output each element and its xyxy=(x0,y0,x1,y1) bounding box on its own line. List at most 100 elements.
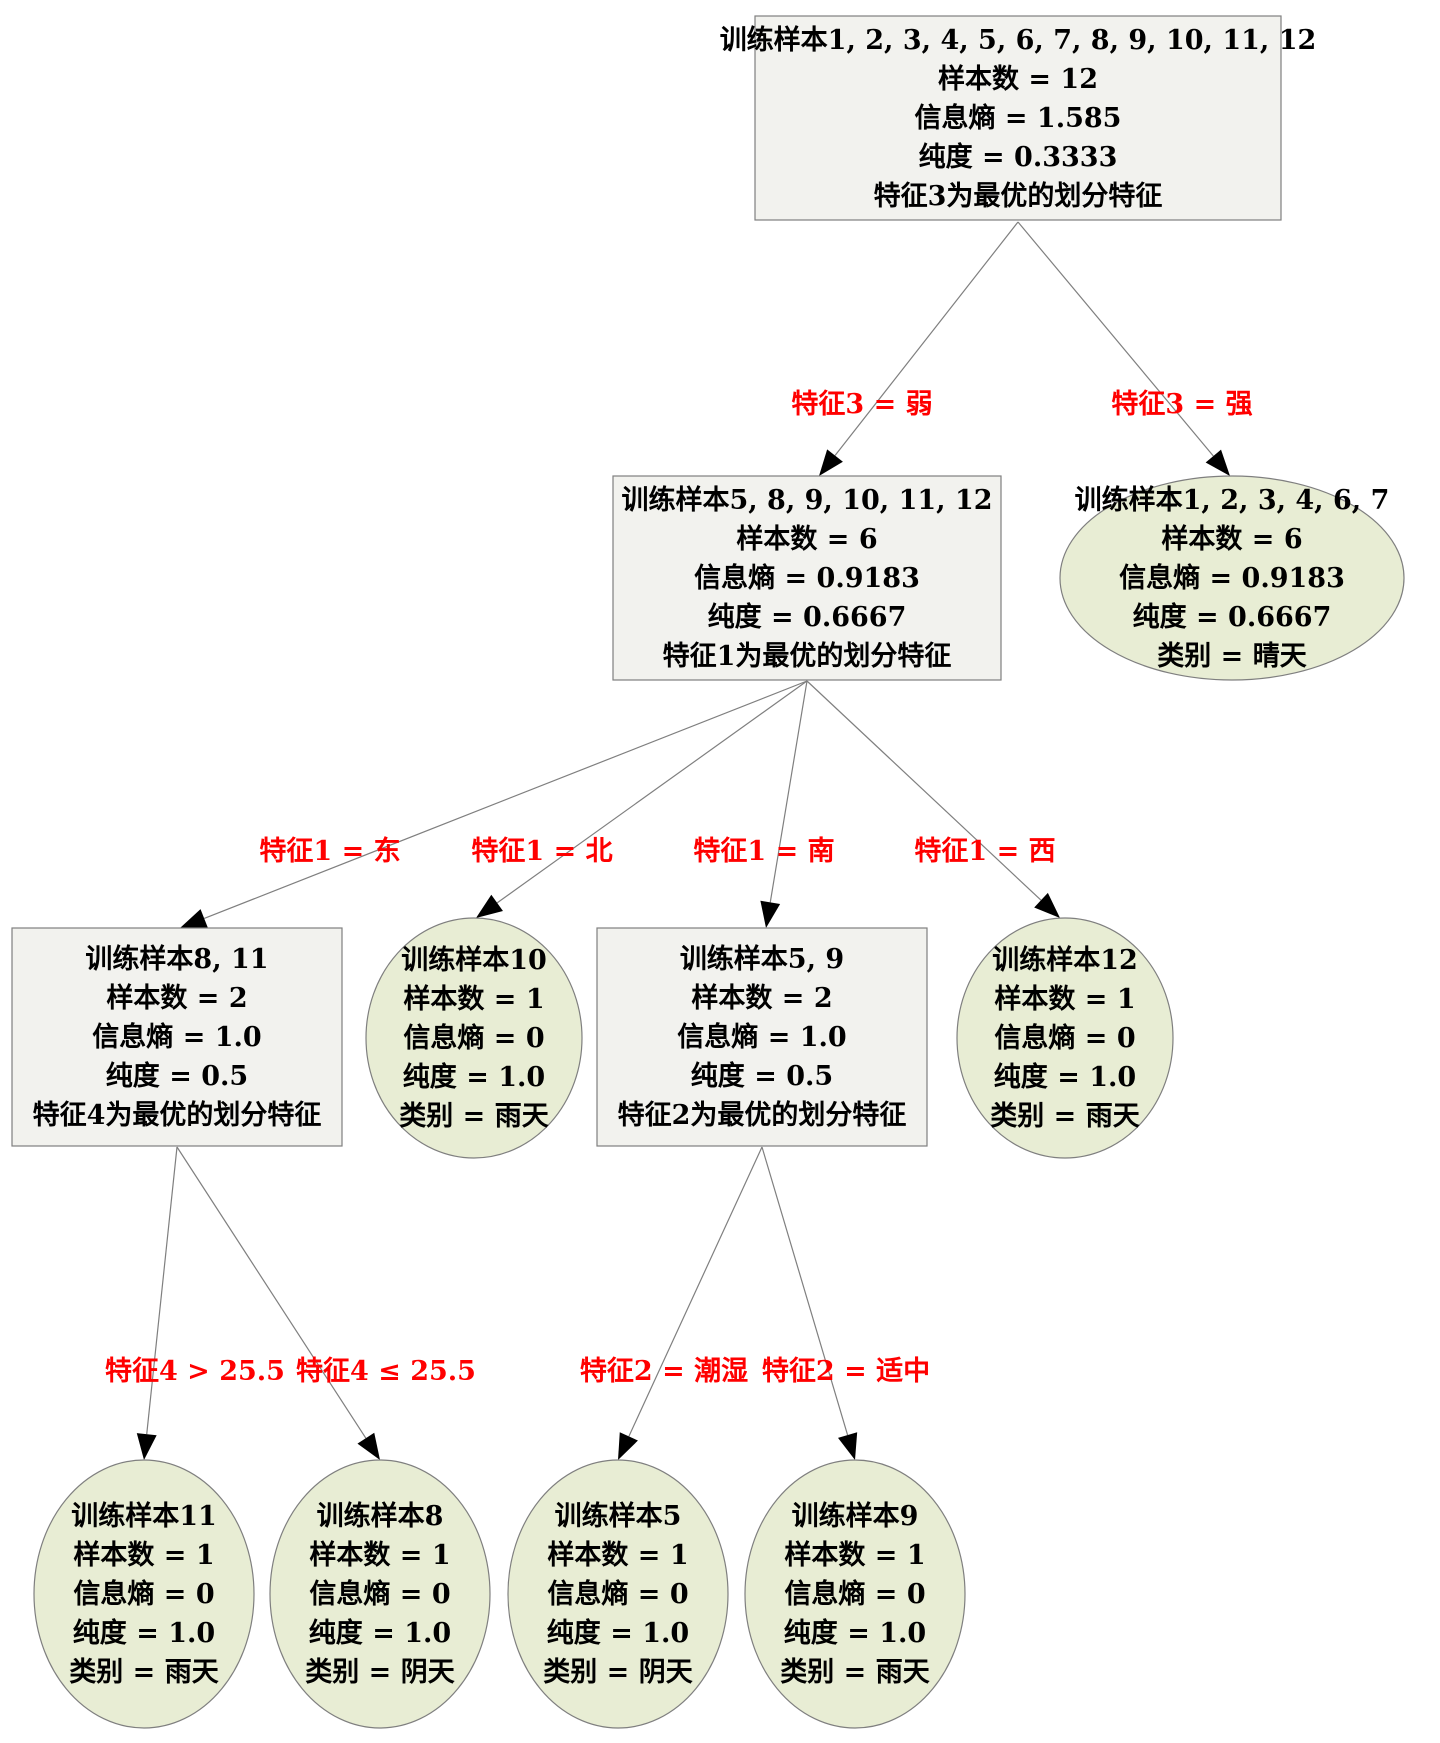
node-ellipse xyxy=(744,1459,966,1729)
node-line: 信息熵 = 1.585 xyxy=(915,102,1122,134)
arrowhead-icon xyxy=(819,449,843,476)
arrowhead-icon xyxy=(476,894,503,918)
node-line: 信息熵 = 1.0 xyxy=(677,1021,846,1053)
edge-label: 特征2 = 潮湿 xyxy=(580,1356,748,1387)
node-line: 类别 = 雨天 xyxy=(990,1101,1139,1132)
edge-line xyxy=(806,680,1042,901)
edge-line xyxy=(146,1146,178,1435)
arrowhead-icon xyxy=(760,900,781,928)
edge-line xyxy=(628,1146,763,1437)
node-line: 样本数 = 1 xyxy=(547,1539,688,1571)
arrowhead-icon xyxy=(180,909,208,928)
node-line: 样本数 = 2 xyxy=(106,982,247,1014)
node-ellipse xyxy=(33,1459,255,1729)
node-ellipse xyxy=(365,917,583,1159)
split-node-n_weak: 训练样本5, 8, 9, 10, 11, 12 样本数 = 6 信息熵 = 0.91… xyxy=(612,475,1002,681)
edge-label: 特征3 = 弱 xyxy=(791,389,932,420)
node-line: 纯度 = 0.6667 xyxy=(708,601,907,633)
edge-label: 特征3 = 强 xyxy=(1111,389,1252,420)
arrowhead-icon xyxy=(357,1432,380,1460)
node-line: 样本数 = 1 xyxy=(994,983,1135,1015)
node-line: 训练样本8 xyxy=(317,1500,444,1532)
node-ellipse xyxy=(507,1459,729,1729)
node-box xyxy=(754,15,1282,221)
arrowhead-icon xyxy=(1034,892,1060,918)
edge-line xyxy=(834,221,1019,456)
node-line: 纯度 = 1.0 xyxy=(403,1061,545,1093)
node-line: 类别 = 雨天 xyxy=(69,1657,218,1688)
node-line: 信息熵 = 0 xyxy=(784,1578,925,1610)
node-line: 训练样本5, 8, 9, 10, 11, 12 xyxy=(621,484,992,516)
node-line: 信息熵 = 0.9183 xyxy=(694,562,920,594)
edge-line xyxy=(769,680,808,903)
node-line: 样本数 = 6 xyxy=(736,523,877,555)
split-node-n_south: 训练样本5, 9 样本数 = 2 信息熵 = 1.0 纯度 = 0.5 特征2为最优的划… xyxy=(596,927,928,1147)
node-line: 类别 = 雨天 xyxy=(780,1657,929,1688)
node-line: 信息熵 = 0 xyxy=(309,1578,450,1610)
node-line: 样本数 = 12 xyxy=(938,63,1098,95)
arrowhead-icon xyxy=(618,1432,638,1460)
node-box xyxy=(596,927,928,1147)
node-line: 特征3为最优的划分特征 xyxy=(874,180,1163,212)
node-line: 训练样本5 xyxy=(555,1500,682,1532)
arrowhead-icon xyxy=(136,1433,157,1460)
edge-n_weak-to-n_west: 特征1 = 西 xyxy=(806,680,1060,918)
node-line: 特征2为最优的划分特征 xyxy=(618,1099,907,1131)
node-ellipse xyxy=(956,917,1174,1159)
edge-line xyxy=(203,680,808,920)
node-line: 训练样本9 xyxy=(792,1500,919,1532)
node-line: 训练样本8, 11 xyxy=(85,943,268,975)
split-node-root: 训练样本1, 2, 3, 4, 5, 6, 7, 8, 9, 10, 11, 1… xyxy=(720,15,1317,221)
node-line: 纯度 = 1.0 xyxy=(73,1617,215,1649)
node-line: 纯度 = 1.0 xyxy=(309,1617,451,1649)
edge-label: 特征4 ≤ 25.5 xyxy=(296,1356,476,1387)
node-line: 类别 = 雨天 xyxy=(399,1101,548,1132)
node-line: 纯度 = 1.0 xyxy=(784,1617,926,1649)
node-line: 训练样本10 xyxy=(401,944,547,976)
edge-root-to-n_strong: 特征3 = 强 xyxy=(1017,221,1253,476)
edge-n_south-to-n_mild: 特征2 = 适中 xyxy=(761,1146,930,1460)
node-line: 训练样本1, 2, 3, 4, 5, 6, 7, 8, 9, 10, 11, 1… xyxy=(720,24,1317,56)
node-line: 纯度 = 0.5 xyxy=(691,1060,833,1092)
edge-label: 特征2 = 适中 xyxy=(762,1356,930,1387)
edge-n_south-to-n_humid: 特征2 = 潮湿 xyxy=(580,1146,763,1460)
node-line: 特征4为最优的划分特征 xyxy=(33,1099,322,1131)
node-line: 类别 = 阴天 xyxy=(305,1657,454,1688)
edge-label: 特征4 > 25.5 xyxy=(105,1356,285,1387)
node-line: 训练样本5, 9 xyxy=(680,943,844,975)
edge-n_weak-to-n_east: 特征1 = 东 xyxy=(180,680,808,928)
node-line: 类别 = 阴天 xyxy=(543,1657,692,1688)
node-line: 样本数 = 1 xyxy=(403,983,544,1015)
edge-root-to-n_weak: 特征3 = 弱 xyxy=(791,221,1019,476)
node-line: 训练样本11 xyxy=(71,1500,217,1532)
arrowhead-icon xyxy=(838,1432,858,1460)
edge-label: 特征1 = 南 xyxy=(693,836,834,867)
node-line: 信息熵 = 0 xyxy=(403,1022,544,1054)
node-line: 信息熵 = 0 xyxy=(73,1578,214,1610)
node-line: 样本数 = 6 xyxy=(1161,523,1302,555)
node-line: 纯度 = 0.5 xyxy=(106,1060,248,1092)
edge-n_weak-to-n_south: 特征1 = 南 xyxy=(693,680,835,928)
edge-n_weak-to-n_north: 特征1 = 北 xyxy=(471,680,808,918)
node-line: 纯度 = 1.0 xyxy=(547,1617,689,1649)
edge-label: 特征1 = 北 xyxy=(471,836,612,867)
node-box xyxy=(11,927,343,1147)
node-line: 纯度 = 1.0 xyxy=(994,1061,1136,1093)
node-line: 信息熵 = 0.9183 xyxy=(1119,562,1345,594)
edge-line xyxy=(1017,221,1214,457)
node-box xyxy=(612,475,1002,681)
node-line: 纯度 = 0.3333 xyxy=(919,141,1118,173)
node-line: 信息熵 = 0 xyxy=(994,1022,1135,1054)
edges-layer: 特征3 = 弱 特征3 = 强特征1 = 东特征1 = 北 特征1 = 南特征1 =… xyxy=(105,221,1253,1460)
nodes-layer: 训练样本1, 2, 3, 4, 5, 6, 7, 8, 9, 10, 11, 1… xyxy=(11,15,1405,1729)
node-line: 样本数 = 2 xyxy=(691,982,832,1014)
node-line: 训练样本1, 2, 3, 4, 6, 7 xyxy=(1075,484,1390,516)
edge-line xyxy=(176,1146,367,1439)
